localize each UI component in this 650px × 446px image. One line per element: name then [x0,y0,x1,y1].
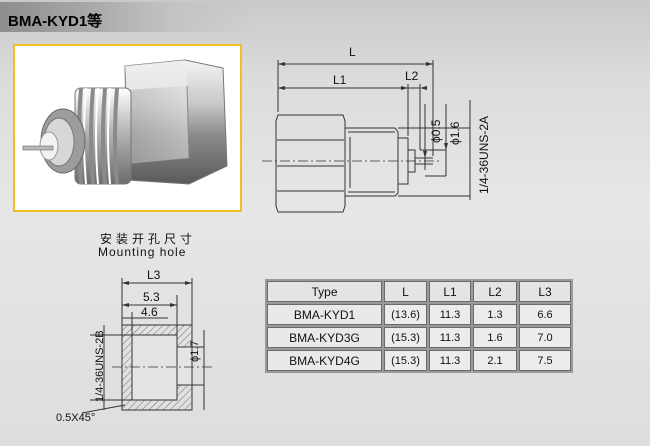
cell-l1: 11.3 [429,304,471,325]
cell-l2: 1.6 [473,327,517,348]
header-type: Type [267,281,382,302]
dim-l1-label: L1 [333,73,347,87]
mount-thread-label: 1/4-36UNS-2B [94,330,106,402]
mounting-arrows [122,281,192,307]
dim-phi16-label: ϕ1.6 [448,121,462,145]
cell-type: BMA-KYD4G [267,350,382,371]
cell-l1: 11.3 [429,327,471,348]
title-bar: BMA-KYD1等 [0,2,250,32]
dim-46-label: 4.6 [141,305,158,319]
cell-l3: 7.0 [519,327,571,348]
cell-type: BMA-KYD1 [267,304,382,325]
cell-l3: 7.5 [519,350,571,371]
dimension-arrows [278,62,448,158]
cell-l2: 2.1 [473,350,517,371]
table-row: BMA-KYD1 (13.6) 11.3 1.3 6.6 [267,304,571,325]
product-title: BMA-KYD1等 [8,13,103,30]
table-row: BMA-KYD4G (15.3) 11.3 2.1 7.5 [267,350,571,371]
dim-l-label: L [349,45,356,59]
mounting-caption-en: Mounting hole [98,245,187,259]
header-l1: L1 [429,281,471,302]
cell-l1: 11.3 [429,350,471,371]
spec-table: Type L L1 L2 L3 BMA-KYD1 (13.6) 11.3 1.3… [265,279,573,373]
mounting-caption-cn: 安装开孔尺寸 [100,232,197,246]
dim-l3-label: L3 [147,268,161,282]
header-l3: L3 [519,281,571,302]
chamfer-label: 0.5X45° [56,412,95,424]
cell-l: (13.6) [384,304,427,325]
table-row: BMA-KYD3G (15.3) 11.3 1.6 7.0 [267,327,571,348]
connector-photo-image [22,59,228,185]
dim-l2-label: L2 [405,69,419,83]
dim-phi17-label: ϕ1.7 [189,341,201,362]
dim-phi05-label: ϕ0.5 [429,119,443,143]
cell-type: BMA-KYD3G [267,327,382,348]
header-l2: L2 [473,281,517,302]
cell-l: (15.3) [384,350,427,371]
mounting-hole-outline [81,278,205,414]
thread-label: 1/4-36UNS-2A [477,116,491,194]
cell-l: (15.3) [384,327,427,348]
table-header-row: Type L L1 L2 L3 [267,281,571,302]
dim-53-label: 5.3 [143,290,160,304]
cell-l2: 1.3 [473,304,517,325]
header-l: L [384,281,427,302]
cell-l3: 6.6 [519,304,571,325]
product-photo [13,44,242,212]
